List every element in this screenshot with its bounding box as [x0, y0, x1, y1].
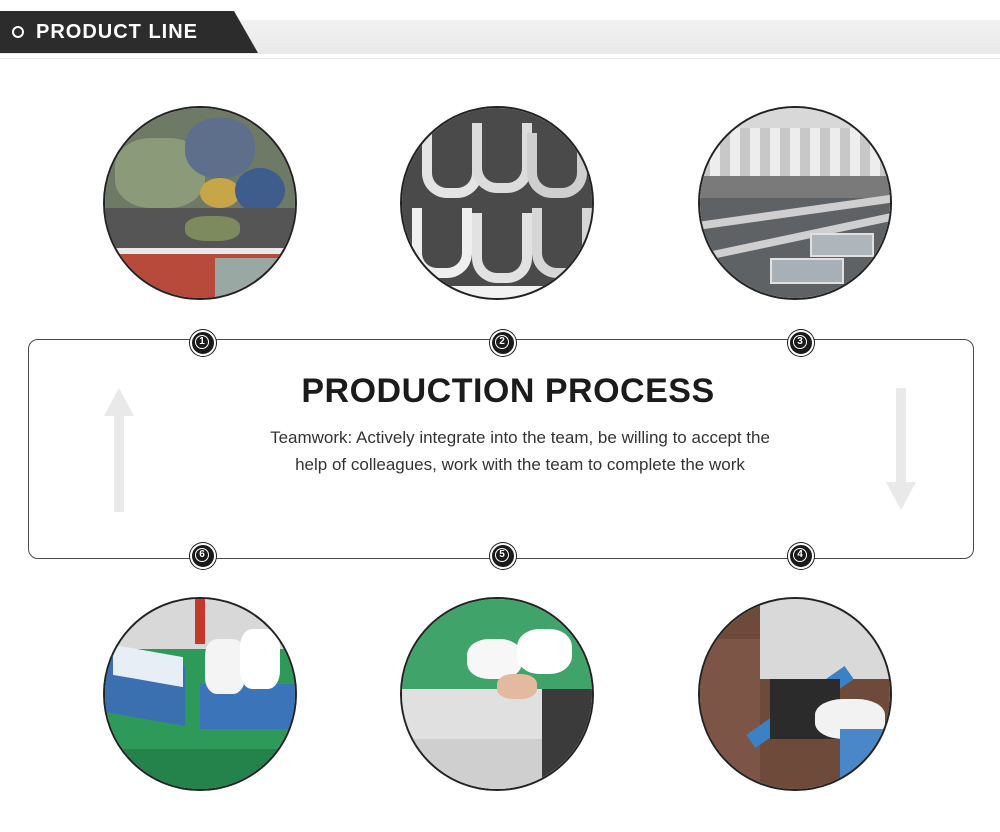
- step-badge-3: 3: [788, 330, 814, 356]
- step-badge-6: 6: [190, 543, 216, 569]
- step-badge-1: 1: [190, 330, 216, 356]
- process-description: Teamwork: Actively integrate into the te…: [270, 428, 770, 474]
- header-divider: [0, 58, 1000, 59]
- process-title: PRODUCTION PROCESS: [301, 372, 715, 410]
- header-tab: [0, 11, 258, 53]
- step-number: 6: [195, 548, 209, 562]
- step-number: 4: [793, 548, 807, 562]
- arrow-down-icon: [886, 388, 916, 510]
- step-number: 3: [793, 335, 807, 349]
- step-6-photo: [103, 597, 297, 791]
- step-badge-5: 5: [490, 543, 516, 569]
- step-4-photo: [698, 597, 892, 791]
- step-badge-4: 4: [788, 543, 814, 569]
- bullet-ring-icon: [12, 26, 24, 38]
- process-panel: [28, 339, 974, 559]
- step-5-photo: [400, 597, 594, 791]
- section-title: PRODUCT LINE: [36, 21, 198, 43]
- step-1-photo: [103, 106, 297, 300]
- step-badge-2: 2: [490, 330, 516, 356]
- step-3-photo: [698, 106, 892, 300]
- step-number: 1: [195, 335, 209, 349]
- step-number: 5: [495, 548, 509, 562]
- arrow-up-icon: [104, 388, 134, 512]
- step-number: 2: [495, 335, 509, 349]
- step-2-photo: [400, 106, 594, 300]
